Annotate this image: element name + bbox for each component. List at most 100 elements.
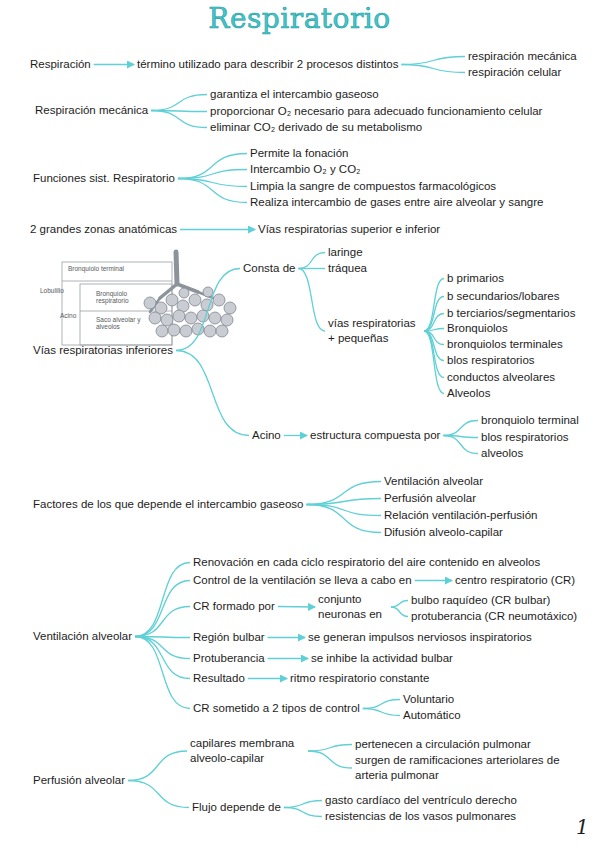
mindmap-text-node: Permite la fonación (250, 146, 348, 161)
arrow-connector (284, 435, 307, 436)
bracket-connector (306, 505, 381, 533)
bracket-connector (424, 314, 444, 332)
node-text: tráquea (328, 261, 367, 276)
illustration-label: Saco alveolar y alveolos (96, 316, 148, 330)
mindmap-text-node: Voluntario (403, 692, 454, 707)
bracket-connector (298, 269, 325, 332)
bracket-connector (424, 329, 444, 332)
bracket-connector (308, 745, 352, 752)
mindmap-text-node: centro respiratorio (CR) (455, 573, 575, 588)
mindmap-text-node: Vías respiratorias superior e inferior (258, 222, 440, 237)
node-text: centro respiratorio (CR) (455, 573, 575, 588)
node-text: Permite la fonación (250, 146, 348, 161)
node-text: Perfusión alveolar (384, 491, 476, 506)
node-text: Control de la ventilación se lleva a cab… (193, 573, 412, 588)
node-text: CR formado por (193, 599, 275, 614)
illustration-label: Acino (60, 312, 76, 319)
node-text: Voluntario (403, 692, 454, 707)
mindmap-text-node: laringe (328, 245, 363, 260)
node-text: Alveolos (447, 386, 490, 401)
mindmap-text-node: Limpia la sangre de compuestos farmacoló… (250, 179, 496, 194)
node-text: Funciones sist. Respiratorio (33, 171, 175, 186)
mindmap-text-node: vías respiratorias + pequeñas (328, 316, 421, 346)
mindmap-text-node: Factores de los que depende el intercamb… (33, 497, 303, 512)
bracket-connector (363, 700, 400, 709)
illustration-label: Bronquiolo terminal (68, 265, 124, 272)
bracket-connector (135, 563, 190, 637)
node-text: CR sometido a 2 tipos de control (193, 701, 360, 716)
mindmap-text-node: término utilizado para describir 2 proce… (137, 57, 398, 72)
mindmap-text-node: Realiza intercambio de gases entre aire … (250, 195, 543, 210)
mindmap-text-node: Región bulbar (193, 630, 265, 645)
node-text: ritmo respiratorio constante (290, 671, 429, 686)
bracket-connector (135, 607, 190, 637)
mindmap-text-node: respiración celular (468, 65, 561, 80)
node-text: Resultado (193, 671, 245, 686)
page-title: Respiratorio (0, 2, 599, 35)
node-text: eliminar CO₂ derivado de su metabolismo (210, 120, 422, 135)
bracket-connector (151, 95, 207, 111)
node-text: Automático (403, 708, 461, 723)
mindmap-text-node: Ventilación alveolar (384, 474, 483, 489)
mindmap-text-node: protuberancia (CR neumotáxico) (411, 609, 577, 624)
node-text: Flujo depende de (192, 800, 281, 815)
mindmap-text-node: tráquea (328, 261, 367, 276)
node-text: resistencias de los vasos pulmonares (325, 809, 516, 824)
bracket-connector (128, 781, 189, 808)
mindmap-text-node: Respiración mecánica (35, 103, 148, 118)
mindmap-text-node: 2 grandes zonas anatómicas (30, 222, 177, 237)
mindmap-text-node: Ventilación alveolar (33, 629, 132, 644)
mindmap-text-node: proporcionar O₂ necesario para adecuado … (210, 104, 542, 119)
node-text: término utilizado para describir 2 proce… (137, 57, 398, 72)
node-text: Región bulbar (193, 630, 265, 645)
mindmap-text-node: gasto cardíaco del ventrículo derecho (325, 793, 517, 808)
mindmap-text-node: surgen de ramificaciones arteriolares de… (355, 753, 590, 783)
node-text: b terciarios/segmentarios (447, 306, 575, 321)
mindmap-text-node: Difusión alveolo-capilar (384, 525, 503, 540)
mindmap-text-node: resistencias de los vasos pulmonares (325, 809, 516, 824)
node-text: protuberancia (CR neumotáxico) (411, 609, 577, 624)
bracket-connector (151, 111, 207, 128)
mindmap-text-node: se generan impulsos nerviosos inspirator… (308, 630, 532, 645)
arrow-connector (268, 637, 305, 638)
mindmap-text-node: bronquiolos terminales (447, 337, 563, 352)
node-text: Renovación en cada ciclo respiratorio de… (193, 555, 540, 570)
node-text: blos respiratorios (481, 430, 569, 445)
node-text: se generan impulsos nerviosos inspirator… (308, 630, 532, 645)
mindmap-text-node: Protuberancia (193, 651, 265, 666)
node-text: se inhibe la actividad bulbar (311, 651, 453, 666)
node-text: alveolos (481, 446, 523, 461)
mindmap-text-node: Perfusión alveolar (33, 773, 125, 788)
mindmap-text-node: Bronquiolos (447, 321, 508, 336)
arrow-connector (248, 678, 287, 679)
mindmap-text-node: Acino (252, 428, 281, 443)
mindmap-text-node: Funciones sist. Respiratorio (33, 171, 175, 186)
mindmap-text-node: ritmo respiratorio constante (290, 671, 429, 686)
arrow-connector (278, 606, 315, 608)
node-text: Intercambio O₂ y CO₂ (250, 162, 361, 177)
mindmap-text-node: Consta de (243, 261, 295, 276)
node-text: blos respiratorios (447, 353, 535, 368)
node-text: Ventilación alveolar (384, 474, 483, 489)
node-text: Perfusión alveolar (33, 773, 125, 788)
node-text: conjunto neuronas en (318, 592, 388, 622)
bracket-connector (306, 499, 381, 505)
bracket-connector (135, 581, 190, 637)
page-number: 1 (576, 816, 589, 838)
mindmap-text-node: Perfusión alveolar (384, 491, 476, 506)
node-text: respiración mecánica (468, 49, 577, 64)
node-text: estructura compuesta por (310, 428, 440, 443)
bracket-connector (128, 751, 187, 781)
arrow-connector (415, 580, 452, 581)
arrow-connector (94, 64, 134, 65)
mindmap-text-node: blos respiratorios (481, 430, 569, 445)
mindmap-text-node: bronquiolo terminal (481, 413, 579, 428)
node-text: surgen de ramificaciones arteriolares de… (355, 753, 590, 783)
node-text: Bronquiolos (447, 321, 508, 336)
mindmap-text-node: garantiza el intercambio gaseoso (210, 87, 379, 102)
mindmap-text-node: Renovación en cada ciclo respiratorio de… (193, 555, 540, 570)
node-text: vías respiratorias + pequeñas (328, 316, 421, 346)
mindmap-text-node: capilares membrana alveolo-capilar (190, 736, 305, 766)
bracket-connector (176, 269, 240, 351)
bracket-connector (391, 601, 408, 608)
